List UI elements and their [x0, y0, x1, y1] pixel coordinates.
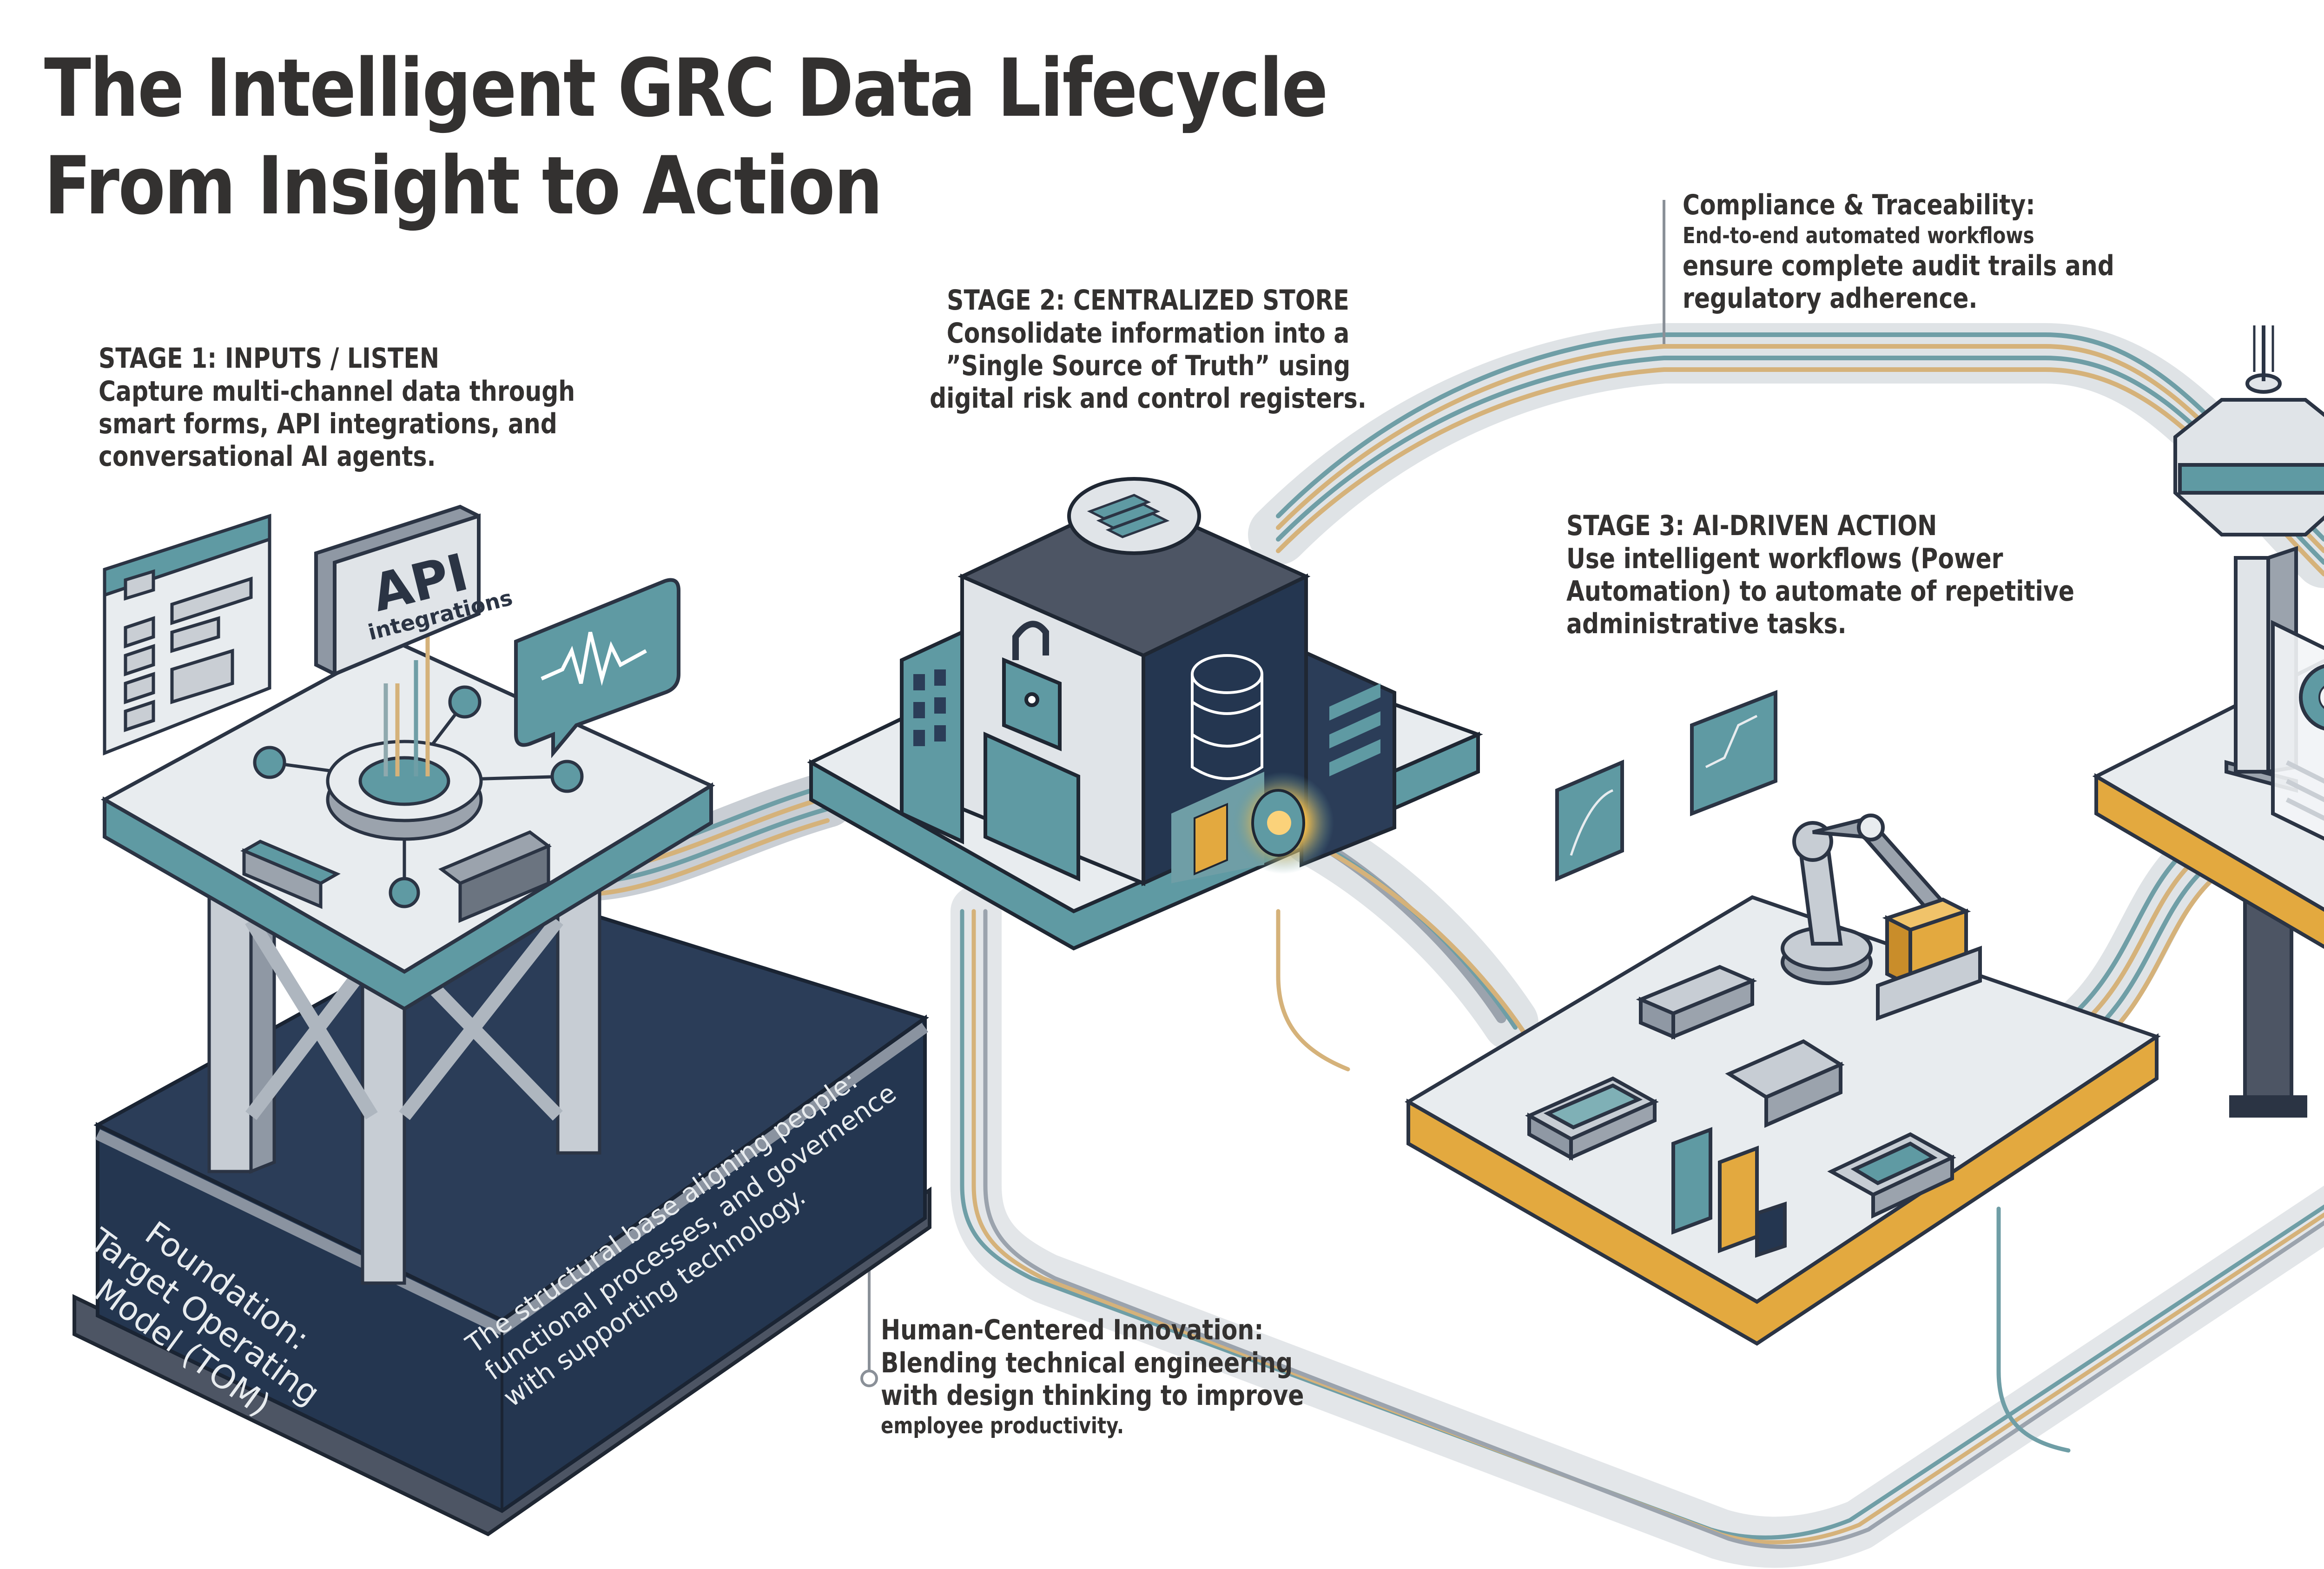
padlock-cube-icon: [1876, 897, 1982, 1021]
compliance-sub: End-to-end automated workflows: [1683, 223, 2034, 249]
title-line-1: The Intelligent GRC Data Lifecycle: [44, 41, 1328, 135]
api-integrations-sign: [314, 504, 481, 677]
stage3-body-line: Use intelligent workflows (Power: [1566, 543, 2003, 575]
voice-wave-chat-icon: [514, 578, 680, 759]
stage2-body-line: ”Single Source of Truth” using: [945, 350, 1351, 382]
stage4-text: STAGE 4: STRATEGIC DECISIONS real-time v…: [2269, 244, 2324, 408]
donut-chart-icon-2: [2299, 664, 2324, 731]
padlock-icon: [1002, 621, 1062, 751]
stage1-body-line: conversational AI agents.: [99, 440, 436, 473]
stage2-text: STAGE 2: CENTRALIZED STORE Consolidate i…: [869, 284, 1427, 415]
front-dashboard-icon: [2271, 620, 2324, 841]
chart-screen-icon: [1690, 690, 1777, 816]
compliance-callout: Compliance & Traceability: End-to-end au…: [1683, 188, 2197, 315]
human-body-line: with design thinking to improve: [881, 1379, 1304, 1412]
form-window-icon: [103, 514, 271, 756]
stage3-body-line: Automation) to automate of repetitive: [1566, 575, 2074, 608]
data-arrows-icon: [383, 632, 430, 776]
workflow-screen-icon: [1555, 759, 1624, 882]
compliance-body-line: ensure complete audit trails and: [1683, 250, 2114, 282]
human-body-line: Blending technical engineering: [881, 1347, 1293, 1379]
control-tower-icon: [2173, 325, 2324, 793]
compliance-body-line: regulatory adherence.: [1683, 282, 1978, 315]
stage2-body-line: Consolidate information into a: [946, 317, 1350, 350]
stage2-body-line: digital risk and control registers.: [930, 382, 1367, 415]
pipe-stage2-to-stage3: [1283, 809, 1538, 1051]
page-title: The Intelligent GRC Data Lifecycle From …: [44, 40, 1536, 235]
stage1-body-line: Capture multi-channel data through: [99, 375, 575, 408]
stage1-legs: [207, 857, 601, 1285]
human-tail: employee productivity.: [881, 1413, 1124, 1439]
pipe-lower-loop: [951, 886, 2324, 1568]
stage2-platform: [807, 477, 1483, 951]
robot-arm-icon: [1781, 814, 1946, 985]
title-line-2: From Insight to Action: [44, 139, 883, 232]
stage3-body-line: administrative tasks.: [1566, 608, 1847, 640]
human-callout: Human-Centered Innovation: Blending tech…: [881, 1313, 1385, 1440]
building-icon: [900, 629, 964, 845]
stage1-platform: [100, 504, 715, 1285]
stage2-heading: STAGE 2: CENTRALIZED STORE: [947, 284, 1349, 317]
stage4-platform: [2092, 325, 2324, 1118]
stage3-heading: STAGE 3: AI-DRIVEN ACTION: [1566, 510, 1937, 542]
human-connector-node: [860, 1370, 878, 1387]
stage3-text: STAGE 3: AI-DRIVEN ACTION Use intelligen…: [1566, 509, 2171, 640]
stage1-body-line: smart forms, API integrations, and: [99, 408, 557, 440]
door-icon: [984, 731, 1080, 882]
stage1-heading: STAGE 1: INPUTS / LISTEN: [99, 342, 440, 375]
stage3-platform: [1405, 690, 2161, 1346]
compliance-heading: Compliance & Traceability:: [1683, 189, 2035, 221]
chip-icon: [1525, 1076, 1659, 1161]
human-heading: Human-Centered Innovation:: [881, 1314, 1264, 1346]
database-icon: [1191, 654, 1263, 780]
chip-icon-2: [1827, 1132, 1956, 1219]
stage1-text: STAGE 1: INPUTS / LISTEN Capture multi-c…: [99, 342, 666, 473]
